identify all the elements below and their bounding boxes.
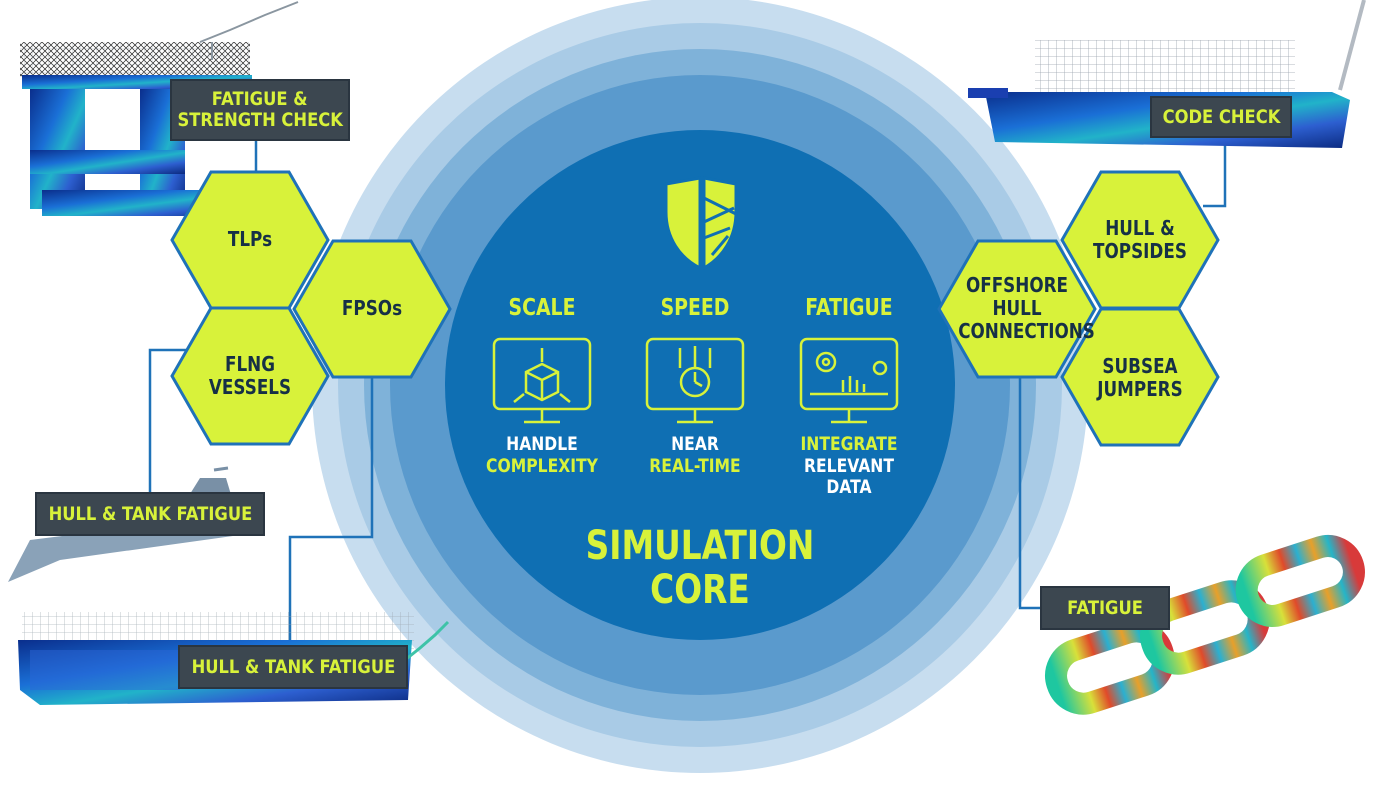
hex-fpsos <box>292 239 452 379</box>
pillar-speed-line2: REAL-TIME <box>649 455 741 477</box>
shield-logo-icon <box>664 176 738 271</box>
hex-label-flng-line1: FLNG <box>224 352 276 376</box>
hex-label-offshore-line2: HULL <box>992 296 1042 320</box>
hex-label-fpsos: FPSOs <box>341 296 403 320</box>
tag-fatigue-chain: FATIGUE <box>1040 586 1170 630</box>
connector-lines <box>148 138 1227 645</box>
tag-code-check-text: CODE CHECK <box>1162 105 1280 128</box>
core-title-line1: SIMULATION <box>585 523 815 569</box>
hex-label-offshore-line1: OFFSHORE <box>965 273 1069 297</box>
pillar-speed-line1: NEAR <box>671 433 719 455</box>
tag-code-check: CODE CHECK <box>1150 96 1292 138</box>
tag-hull-tank-fatigue-middle: HULL & TANK FATIGUE <box>35 492 265 536</box>
pillar-heading-speed: SPEED <box>660 295 730 321</box>
tag-fatigue-chain-text: FATIGUE <box>1067 596 1143 619</box>
gear-dashboard-monitor-icon <box>799 337 899 424</box>
hex-flng <box>170 306 330 446</box>
mooring-chain-image <box>1045 534 1365 715</box>
tag-fatigue-strength-line2: STRENGTH CHECK <box>177 109 343 131</box>
tag-fatigue-strength-check: FATIGUE & STRENGTH CHECK <box>170 79 350 141</box>
hex-label-subsea-line2: JUMPERS <box>1097 377 1183 401</box>
tag-hull-tank-fatigue-bottom: HULL & TANK FATIGUE <box>178 645 408 689</box>
pillar-scale-line1: HANDLE <box>506 433 578 455</box>
hex-subsea <box>1060 307 1220 447</box>
core-title-line2: CORE <box>650 567 750 613</box>
hex-label-subsea-line1: SUBSEA <box>1102 354 1178 378</box>
hex-label-hull-line1: HULL & <box>1105 216 1175 240</box>
hex-offshore <box>937 239 1097 379</box>
tag-hull-tank-fatigue-bottom-text: HULL & TANK FATIGUE <box>191 655 395 678</box>
hex-label-hull-line2: TOPSIDES <box>1093 239 1187 263</box>
pillar-fatigue-line2: RELEVANT DATA <box>804 455 894 499</box>
pillar-scale-line2: COMPLEXITY <box>486 455 598 477</box>
tag-fatigue-strength-line1: FATIGUE & <box>212 88 308 111</box>
stopwatch-monitor-icon <box>645 337 745 424</box>
pillar-heading-fatigue: FATIGUE <box>805 295 893 321</box>
pillar-fatigue-line1: INTEGRATE <box>800 433 898 455</box>
hex-label-tlps: TLPs <box>227 227 273 251</box>
tlp-platform-image <box>20 1 299 216</box>
hex-label-flng-line2: VESSELS <box>208 375 292 399</box>
hex-label-offshore-line3: CONNECTIONS <box>958 319 1095 343</box>
tag-hull-tank-fatigue-middle-text: HULL & TANK FATIGUE <box>48 502 252 525</box>
cube-monitor-icon <box>492 337 592 424</box>
pillar-heading-scale: SCALE <box>508 295 576 321</box>
